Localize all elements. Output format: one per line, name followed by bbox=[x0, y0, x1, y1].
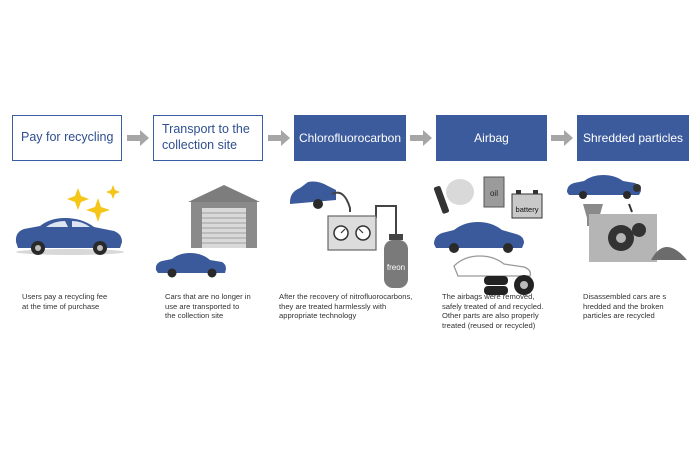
description-transport: Cars that are no longer in use are trans… bbox=[165, 292, 251, 321]
freon-recovery-illustration: freon bbox=[290, 181, 408, 288]
arrow-icon bbox=[268, 130, 290, 146]
car-icon bbox=[434, 222, 524, 253]
description-airbag: The airbags were removed, safely treated… bbox=[442, 292, 544, 331]
step-transport: Transport to the collection site bbox=[153, 115, 263, 161]
airbag-icon bbox=[433, 179, 474, 214]
battery-icon: battery bbox=[511, 190, 543, 219]
car-icon bbox=[290, 181, 336, 209]
oil-can-icon: oil bbox=[483, 176, 505, 208]
description-chlorofluorocarbon: After the recovery of nitrofluorocarbons… bbox=[279, 292, 413, 321]
new-car-illustration bbox=[15, 185, 124, 255]
step-label: Airbag bbox=[474, 130, 509, 145]
arrow-icon bbox=[551, 130, 573, 146]
tire-icon bbox=[484, 275, 534, 295]
garage-icon bbox=[188, 185, 260, 248]
oil-label: oil bbox=[490, 189, 498, 198]
freon-tank-icon bbox=[384, 234, 408, 288]
step-pay-for-recycling: Pay for recycling bbox=[12, 115, 122, 161]
step-label: Transport to the collection site bbox=[162, 122, 250, 152]
step-shredded-particles: Shredded particles bbox=[577, 115, 689, 161]
step-label: Shredded particles bbox=[582, 130, 684, 145]
airbag-removal-illustration: oil battery bbox=[433, 176, 543, 295]
gauge-panel bbox=[327, 215, 377, 251]
shredder-icon bbox=[583, 204, 657, 262]
car-icon bbox=[155, 253, 226, 278]
step-chlorofluorocarbon: Chlorofluorocarbon bbox=[294, 115, 406, 161]
car-icon bbox=[15, 218, 124, 255]
sparkle-icon bbox=[67, 185, 120, 222]
step-airbag: Airbag bbox=[436, 115, 547, 161]
car-icon bbox=[567, 175, 641, 199]
description-shredded: Disassembled cars are s hredded and the … bbox=[583, 292, 667, 321]
arrow-icon bbox=[127, 130, 149, 146]
step-label: Chlorofluorocarbon bbox=[298, 130, 402, 145]
freon-label: freon bbox=[387, 263, 405, 272]
arrow-icon bbox=[410, 130, 432, 146]
battery-label: battery bbox=[516, 205, 539, 214]
collection-site-illustration bbox=[155, 185, 260, 278]
shredding-illustration bbox=[567, 175, 687, 262]
description-pay: Users pay a recycling fee at the time of… bbox=[22, 292, 108, 311]
step-label: Pay for recycling bbox=[21, 130, 114, 145]
